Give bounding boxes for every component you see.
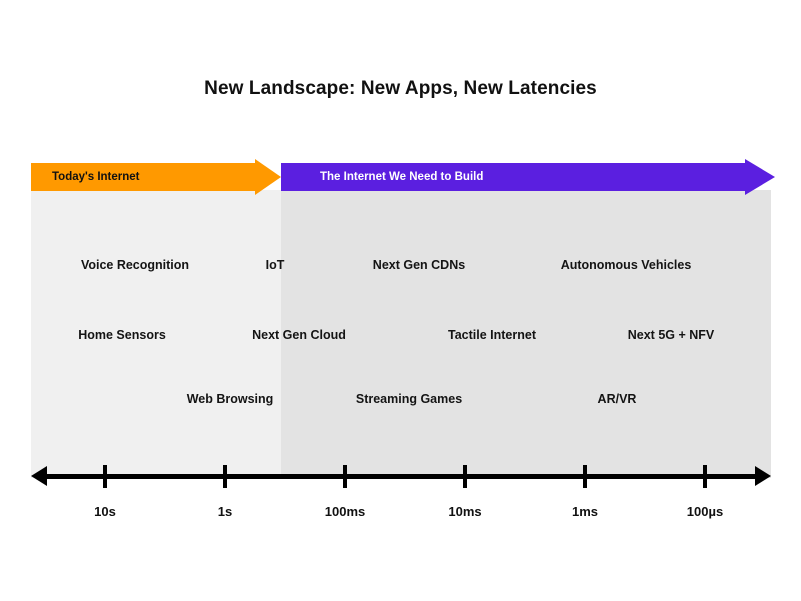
- app-label: IoT: [265, 258, 285, 272]
- axis-tick: [703, 465, 707, 488]
- app-label: Next Gen CDNs: [372, 258, 466, 272]
- app-label: Home Sensors: [78, 328, 166, 342]
- axis-tick: [223, 465, 227, 488]
- app-label: Next Gen Cloud: [252, 328, 346, 342]
- era-arrow-body-internet-we-need-to-build: The Internet We Need to Build: [281, 163, 745, 191]
- arrow-head-icon-todays-internet: [255, 159, 281, 195]
- axis-tick-label: 10ms: [448, 504, 482, 519]
- app-label: Autonomous Vehicles: [560, 258, 692, 272]
- app-label: Web Browsing: [186, 392, 274, 406]
- era-arrow-todays-internet: Today's Internet: [31, 159, 281, 195]
- axis-tick-label: 1ms: [571, 504, 599, 519]
- future-latency-band: [281, 190, 771, 478]
- axis-tick-label: 100ms: [324, 504, 366, 519]
- app-label: Voice Recognition: [80, 258, 190, 272]
- today-latency-band: [31, 190, 281, 478]
- page-title: New Landscape: New Apps, New Latencies: [204, 78, 597, 99]
- latency-axis-line: [45, 474, 757, 479]
- app-label: Tactile Internet: [448, 328, 536, 342]
- axis-tick-label: 1s: [217, 504, 233, 519]
- era-arrow-internet-we-need-to-build: The Internet We Need to Build: [281, 159, 775, 195]
- axis-tick-label: 100µs: [686, 504, 724, 519]
- axis-tick: [103, 465, 107, 488]
- app-label: Next 5G + NFV: [627, 328, 715, 342]
- era-arrow-body-todays-internet: Today's Internet: [31, 163, 255, 191]
- axis-arrow-right-icon: [755, 466, 771, 486]
- axis-tick-label: 10s: [94, 504, 116, 519]
- axis-tick: [583, 465, 587, 488]
- app-label: AR/VR: [597, 392, 637, 406]
- arrow-head-icon-internet-we-need-to-build: [745, 159, 775, 195]
- era-label-internet-we-need-to-build: The Internet We Need to Build: [320, 171, 484, 183]
- app-label: Streaming Games: [355, 392, 463, 406]
- axis-tick: [343, 465, 347, 488]
- axis-arrow-left-icon: [31, 466, 47, 486]
- axis-tick: [463, 465, 467, 488]
- era-label-todays-internet: Today's Internet: [52, 171, 140, 183]
